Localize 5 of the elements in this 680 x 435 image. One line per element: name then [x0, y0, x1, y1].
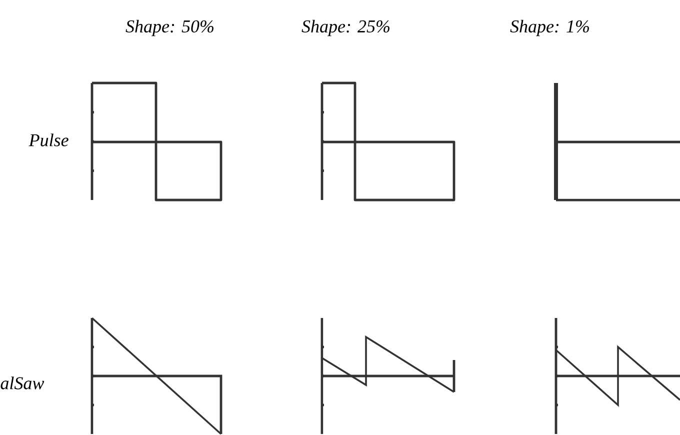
column-heading: Shape: 1% — [510, 20, 589, 36]
row-label: alSaw — [0, 376, 44, 390]
column-heading: Shape: 50% — [126, 20, 214, 36]
row-label: Pulse — [28, 134, 68, 146]
column-heading: Shape: 25% — [302, 20, 390, 36]
